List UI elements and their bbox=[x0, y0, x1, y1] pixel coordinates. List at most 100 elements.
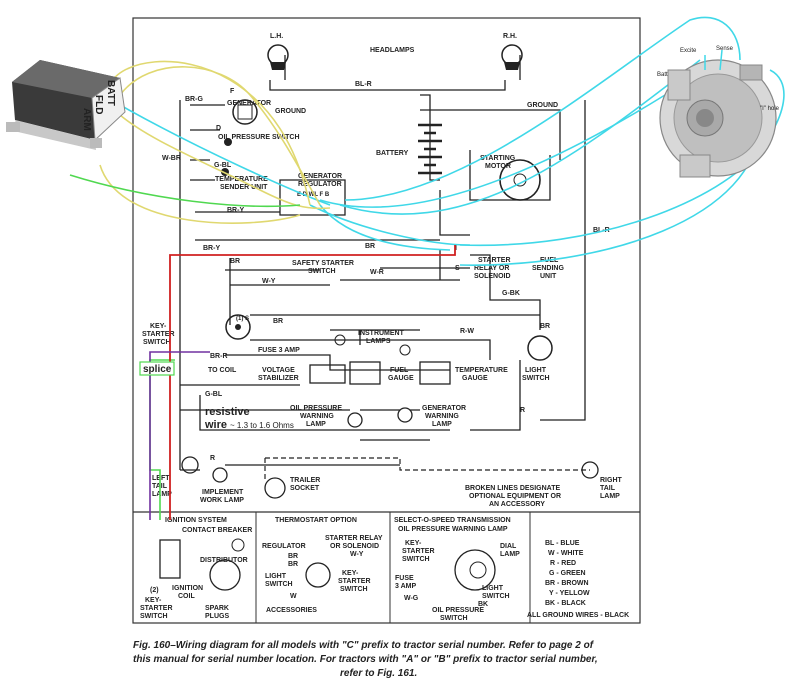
label-g-bk: G-BK bbox=[502, 290, 520, 297]
label-bl-r: BL-R bbox=[355, 81, 372, 88]
red-overlay-wires bbox=[169, 245, 456, 520]
label-key2-3: SWITCH bbox=[140, 613, 168, 620]
label-oil2-1: OIL PRESSURE bbox=[432, 607, 484, 614]
label-gen-warn-1: GENERATOR bbox=[422, 405, 466, 412]
label-r-w: R-W bbox=[460, 328, 474, 335]
alternator-unit bbox=[659, 49, 777, 178]
label-broken-2: OPTIONAL EQUIPMENT OR bbox=[469, 493, 561, 500]
label-terminal-i: I bbox=[455, 245, 457, 252]
label-br-g: BR-G bbox=[185, 96, 203, 103]
label-regulator: REGULATOR bbox=[262, 543, 306, 550]
distributor-symbol bbox=[209, 538, 245, 591]
label-br-4: BR bbox=[540, 323, 550, 330]
label-generator: GENERATOR bbox=[227, 100, 271, 107]
label-key4-2: STARTER bbox=[402, 548, 435, 555]
optional-dashed-wiring bbox=[264, 457, 590, 480]
battery-symbol bbox=[418, 123, 442, 175]
legend-white: W - WHITE bbox=[548, 550, 584, 557]
label-br-5: BR bbox=[288, 553, 298, 560]
label-oil-warn-3: LAMP bbox=[306, 421, 326, 428]
label-accessories: ACCESSORIES bbox=[266, 607, 317, 614]
label-key3-2: STARTER bbox=[338, 578, 371, 585]
annot-fld: FLD bbox=[93, 95, 104, 114]
label-headlamps: HEADLAMPS bbox=[370, 47, 415, 54]
label-dial-2: LAMP bbox=[500, 551, 520, 558]
label-fuel-sending-3: UNIT bbox=[540, 273, 557, 280]
voltage-stabilizer-symbol bbox=[309, 364, 346, 384]
label-instrument-2: LAMPS bbox=[366, 338, 391, 345]
generator-symbol bbox=[232, 99, 258, 125]
label-br-1: BR bbox=[365, 243, 375, 250]
label-key3-1: KEY- bbox=[342, 570, 359, 577]
label-temp-gauge-1: TEMPERATURE bbox=[455, 367, 508, 374]
oil-pressure-switch-symbol bbox=[224, 138, 232, 146]
label-key-switch-2: STARTER bbox=[142, 331, 175, 338]
implement-work-lamp-symbol bbox=[212, 467, 228, 483]
legend-ground: ALL GROUND WIRES - BLACK bbox=[527, 612, 629, 619]
label-left-tail-1: LEFT bbox=[152, 475, 170, 482]
label-fuse: FUSE 3 AMP bbox=[258, 347, 300, 354]
rh-headlamp bbox=[501, 44, 523, 70]
label-g-bl: G-BL bbox=[214, 162, 232, 169]
label-right-tail-3: LAMP bbox=[600, 493, 620, 500]
relay-solenoid-symbol-2 bbox=[305, 562, 331, 588]
label-implement-2: WORK LAMP bbox=[200, 497, 244, 504]
label-w-y-2: W-Y bbox=[350, 551, 364, 558]
label-br-2: BR bbox=[230, 258, 240, 265]
caption-line-1: Fig. 160–Wiring diagram for all models w… bbox=[133, 640, 595, 651]
legend-brown: BR - BROWN bbox=[545, 580, 589, 587]
label-sos-2: OIL PRESSURE WARNING LAMP bbox=[398, 526, 508, 533]
label-w-y: W-Y bbox=[262, 278, 276, 285]
label-fuel-gauge-2: GAUGE bbox=[388, 375, 414, 382]
legend-yellow: Y - YELLOW bbox=[549, 590, 590, 597]
label-left-tail-3: LAMP bbox=[152, 491, 172, 498]
label-key-switch-3: SWITCH bbox=[143, 339, 171, 346]
legend-green: G - GREEN bbox=[549, 570, 586, 577]
splice-box bbox=[139, 361, 175, 376]
label-light3-1: LIGHT bbox=[482, 585, 504, 592]
label-key3-3: SWITCH bbox=[340, 586, 368, 593]
label-relay-3: SOLENOID bbox=[474, 273, 511, 280]
label-ground-1: GROUND bbox=[527, 102, 558, 109]
label-br-3: BR bbox=[273, 318, 283, 325]
label-lh: L.H. bbox=[270, 33, 283, 40]
label-fuse2-1: FUSE bbox=[395, 575, 414, 582]
label-w-r: W-R bbox=[370, 269, 384, 276]
label-safety-2: SWITCH bbox=[308, 268, 336, 275]
label-gen-reg-1: GENERATOR bbox=[298, 173, 342, 180]
fuel-gauge-symbol bbox=[349, 361, 381, 385]
label-ign-coil-2: COIL bbox=[178, 593, 195, 600]
instrument-lamps-symbol bbox=[334, 334, 411, 356]
label-broken-3: AN ACCESSORY bbox=[489, 501, 545, 508]
temperature-gauge-symbol bbox=[419, 361, 451, 385]
trailer-socket-symbol bbox=[264, 477, 286, 499]
label-g-bl-2: G-BL bbox=[205, 391, 223, 398]
label-gen-reg-2: REGULATOR bbox=[298, 181, 342, 188]
label-key-switch-1: KEY- bbox=[150, 323, 167, 330]
label-trailer-1: TRAILER bbox=[290, 477, 320, 484]
sos-switch-symbol bbox=[454, 549, 496, 591]
label-ign-coil-1: IGNITION bbox=[172, 585, 203, 592]
label-voltage-2: STABILIZER bbox=[258, 375, 299, 382]
label-bk: BK bbox=[478, 601, 488, 608]
caption-line-3: refer to Fig. 161. bbox=[340, 668, 417, 679]
label-right-tail-1: RIGHT bbox=[600, 477, 623, 484]
label-light-switch-2: SWITCH bbox=[522, 375, 550, 382]
label-thermostart: THERMOSTART OPTION bbox=[275, 517, 357, 524]
label-to-coil: TO COIL bbox=[208, 367, 237, 374]
label-key2-1: KEY- bbox=[145, 597, 162, 604]
label-trailer-2: SOCKET bbox=[290, 485, 320, 492]
label-oil2-2: SWITCH bbox=[440, 615, 468, 622]
label-oil-pressure-switch: OIL PRESSURE SWITCH bbox=[218, 134, 300, 141]
annot-arm: ARM bbox=[81, 108, 92, 131]
label-key-terminals: (1) S bbox=[236, 316, 249, 322]
light-switch-symbol bbox=[527, 335, 553, 361]
diagram-frame bbox=[132, 17, 641, 624]
annot-excite: Excite bbox=[680, 48, 697, 54]
label-relay2-1: STARTER RELAY bbox=[325, 535, 383, 542]
label-rh: R.H. bbox=[503, 33, 517, 40]
label-br-y-2: BR-Y bbox=[203, 245, 220, 252]
ignition-coil-symbol bbox=[159, 539, 181, 579]
label-key2-2: STARTER bbox=[140, 605, 173, 612]
generator-warning-lamp-symbol bbox=[397, 407, 413, 423]
